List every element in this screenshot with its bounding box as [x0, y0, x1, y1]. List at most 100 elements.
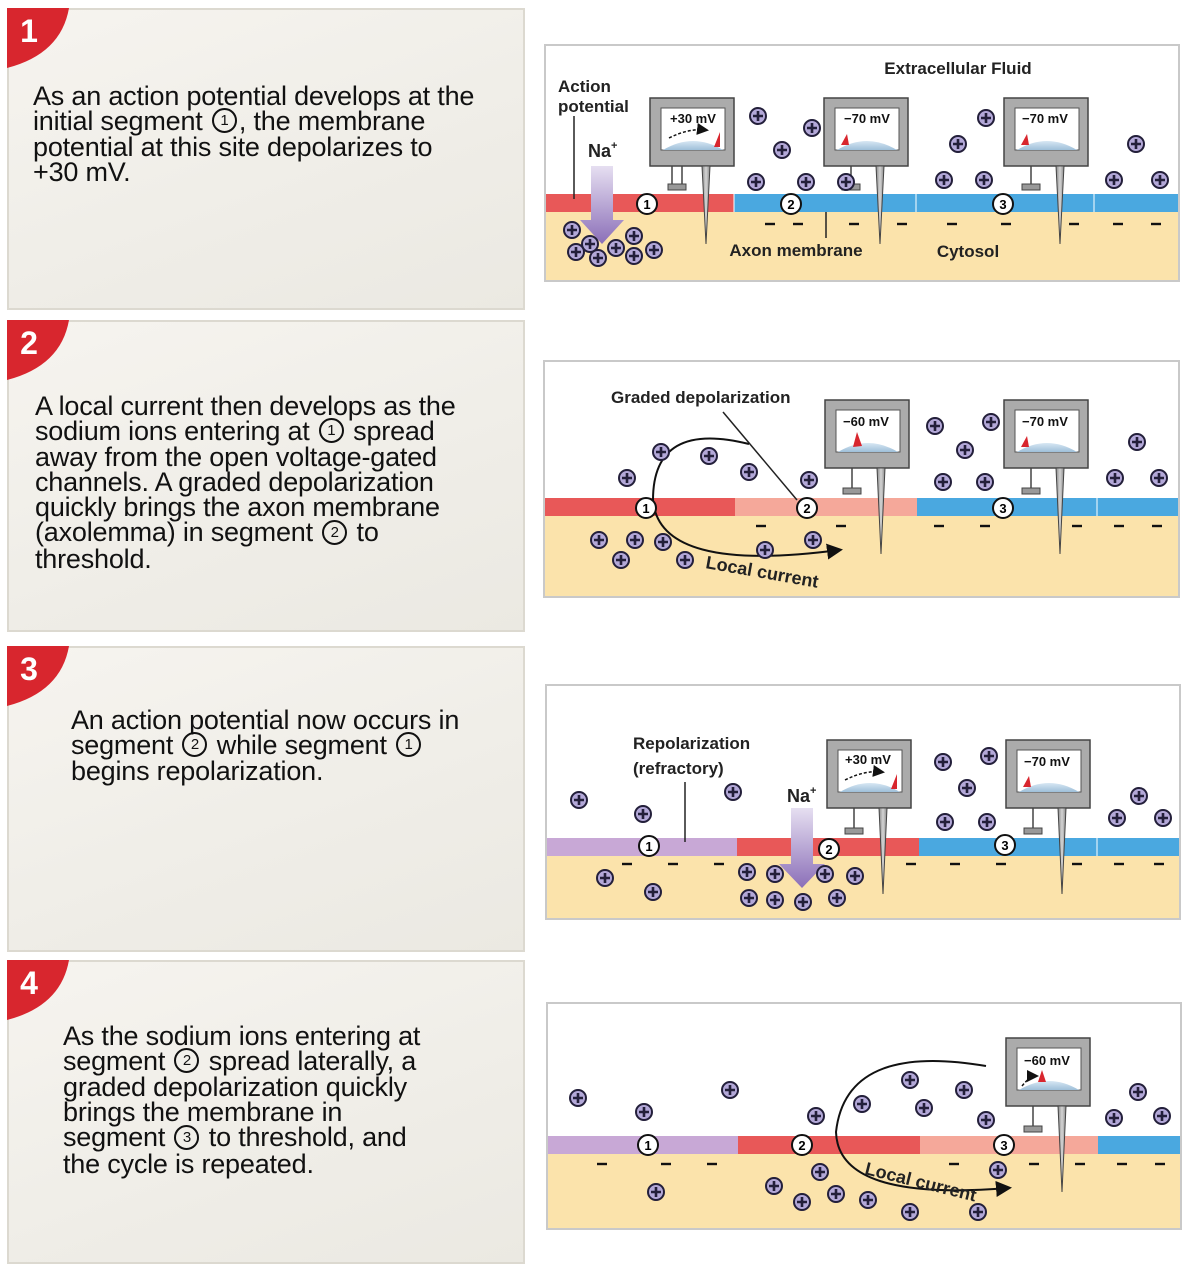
step-text-line: potential at this site depolarizes to: [33, 132, 474, 163]
svg-text:2: 2: [825, 842, 832, 857]
step-text-line: begins repolarization.: [71, 758, 459, 785]
graded-depolarization-label: Graded depolarization: [611, 388, 790, 407]
svg-text:3: 3: [999, 501, 1006, 516]
svg-text:2: 2: [803, 501, 810, 516]
voltmeter-3: −70 mV: [1003, 97, 1089, 245]
voltmeter-2: −70 mV: [823, 97, 909, 245]
action-potential-label-line1: Action: [558, 77, 611, 96]
step-text-line: As an action potential develops at the: [33, 83, 474, 110]
segment-number-badge: 2: [174, 1048, 200, 1074]
step-text-run: initial segment: [33, 106, 210, 136]
membrane-segment-4: [1094, 194, 1178, 212]
segment-marker-1: 1: [636, 193, 658, 215]
segment-marker-2: 2: [780, 193, 802, 215]
segment-number-badge: 1: [211, 108, 237, 134]
svg-text:3: 3: [1001, 838, 1008, 853]
step-text-run: , the membrane: [238, 106, 426, 136]
step-text-line: sodium ions entering at 1 spread: [35, 416, 456, 446]
na-influx-arrow: [779, 808, 825, 888]
step-text-line: channels. A graded depolarization: [35, 467, 456, 498]
axon-membrane-label: Axon membrane: [729, 241, 862, 260]
step-text-line: brings the membrane in: [63, 1097, 420, 1128]
step-text-line: graded depolarization quickly: [63, 1072, 420, 1103]
voltmeter-1: −60 mV: [1005, 1037, 1091, 1193]
svg-text:4: 4: [20, 965, 38, 1001]
segment-marker-3: 3: [992, 497, 1014, 519]
step-text-run: spread laterally, a: [201, 1046, 417, 1076]
segment-number-badge: 2: [322, 519, 348, 545]
step-text-run: segment: [63, 1122, 173, 1153]
step-badge-4: 4: [7, 960, 69, 1020]
step-text-run: to threshold, and: [201, 1122, 407, 1153]
voltmeter-1: −60 mV: [824, 399, 910, 555]
svg-text:2: 2: [20, 325, 38, 361]
step-text-run: brings the membrane in: [63, 1097, 343, 1128]
step-text-line: segment 2 while segment 1: [71, 730, 459, 760]
step-badge-3: 3: [7, 646, 69, 706]
membrane-segment-4: [1098, 1136, 1180, 1154]
step-text-run: to: [349, 517, 379, 548]
diagram-3: Repolarization (refractory) Na+ +30 mV −…: [545, 684, 1181, 920]
svg-text:2: 2: [798, 1138, 805, 1153]
membrane-segment-4: [1097, 498, 1178, 516]
step-text-run: the cycle is repeated.: [63, 1148, 314, 1179]
step-badge-1: 1: [7, 8, 69, 68]
step-text-run: quickly brings the axon membrane: [35, 492, 440, 523]
svg-text:+30 mV: +30 mV: [845, 752, 891, 767]
local-current-arrow: [834, 1059, 1012, 1197]
segment-marker-2: 2: [818, 838, 840, 860]
step-text-run: threshold.: [35, 543, 152, 574]
diagram-1: Extracellular Fluid Action potential Na+…: [544, 44, 1180, 282]
segment-number-badge: 1: [318, 418, 344, 444]
svg-text:−60 mV: −60 mV: [843, 414, 889, 429]
repolarization-label-line1: Repolarization: [633, 734, 750, 753]
segment-marker-3: 3: [994, 834, 1016, 856]
segment-marker-1: 1: [638, 835, 660, 857]
step-text-run: spread: [345, 416, 435, 446]
step-card-1: 1 As an action potential develops at the…: [7, 8, 525, 310]
diagram-4: Local current −60 mV 1 2 3: [546, 1002, 1182, 1230]
step-text-run: A local current then develops as the: [35, 391, 456, 421]
svg-text:3: 3: [999, 197, 1006, 212]
segment-marker-2: 2: [796, 497, 818, 519]
step-text-line: quickly brings the axon membrane: [35, 492, 456, 523]
svg-text:1: 1: [642, 501, 649, 516]
step-text-line: As the sodium ions entering at: [63, 1023, 420, 1050]
step-text-run: sodium ions entering at: [35, 416, 317, 446]
voltmeter-2: −70 mV: [1003, 399, 1089, 555]
action-potential-label-line2: potential: [558, 97, 629, 116]
svg-text:1: 1: [643, 197, 650, 212]
step-text-line: +30 mV.: [33, 157, 474, 188]
step-text-run: segment: [71, 730, 181, 760]
segment-marker-2: 2: [791, 1134, 813, 1156]
step-text-run: segment: [63, 1046, 173, 1076]
svg-text:−70 mV: −70 mV: [1022, 111, 1068, 126]
step-text-run: while segment: [209, 730, 395, 760]
step-text-run: channels. A graded depolarization: [35, 467, 434, 498]
step-text-line: away from the open voltage-gated: [35, 444, 456, 471]
svg-text:3: 3: [20, 651, 38, 687]
svg-text:−70 mV: −70 mV: [1022, 414, 1068, 429]
step-text-run: An action potential now occurs in: [71, 705, 460, 735]
segment-number-badge: 1: [396, 732, 422, 758]
membrane-segment-2: [735, 498, 917, 516]
cytosol-label: Cytosol: [937, 242, 999, 261]
voltmeter-1: +30 mV: [649, 97, 735, 245]
step-text-run: graded depolarization quickly: [63, 1072, 407, 1103]
step-badge-2: 2: [7, 320, 69, 380]
na-influx-arrow: [580, 166, 624, 244]
step-text-line: threshold.: [35, 543, 456, 574]
svg-text:1: 1: [20, 13, 38, 49]
step-text-run: +30 mV.: [33, 157, 131, 188]
step-text-run: potential at this site depolarizes to: [33, 132, 433, 163]
step-text-line: initial segment 1, the membrane: [33, 106, 474, 136]
step-text-line: the cycle is repeated.: [63, 1148, 420, 1179]
svg-text:3: 3: [1000, 1138, 1007, 1153]
step-text-run: (axolemma) in segment: [35, 517, 321, 548]
svg-text:−60 mV: −60 mV: [1024, 1053, 1070, 1068]
